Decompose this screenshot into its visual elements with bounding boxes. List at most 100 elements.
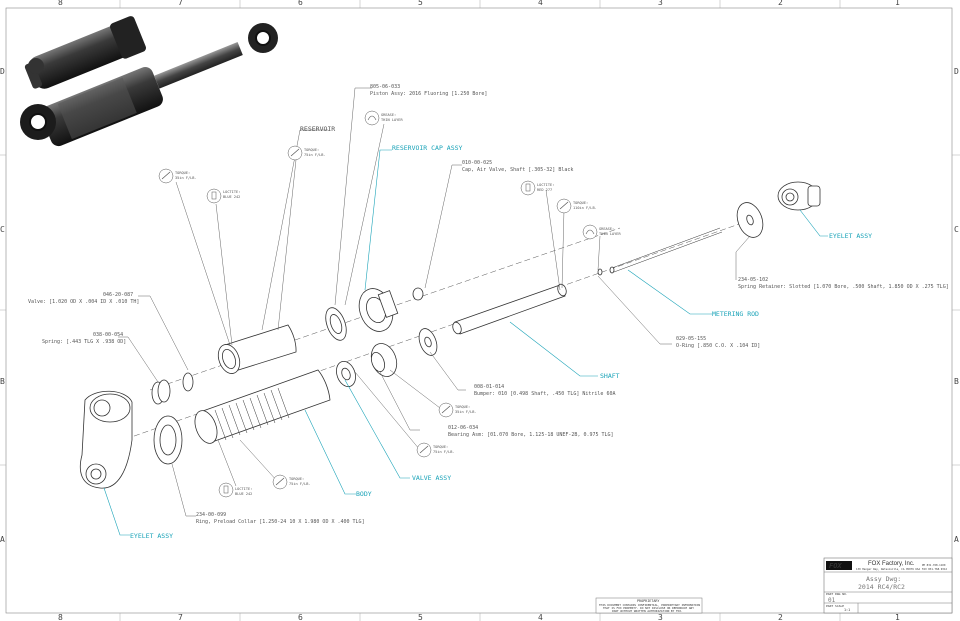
grease-label-2: GREASE:: [599, 227, 614, 231]
zone-col-top-4: 5: [418, 0, 423, 7]
zone-col-bottom-1: 8: [58, 613, 63, 621]
loctite-value-1: BLUE 242: [223, 195, 240, 199]
sheet-scale-value: 1:1: [844, 608, 850, 612]
reservoir-cap-assy-label: RESERVOIR CAP ASSY: [392, 144, 463, 152]
shaft-label: SHAFT: [600, 372, 620, 380]
valve-assy-label: VALVE ASSY: [412, 474, 451, 482]
bearing-assy-part: [370, 343, 398, 377]
company-address: 130 Hangar Way, Watsonville, CA 95076 US…: [856, 567, 920, 571]
zone-row-left-b: B: [0, 377, 5, 386]
loctite-value-3: BLUE 242: [235, 492, 252, 496]
zone-row-left-a: A: [0, 535, 5, 544]
spring-retainer-part: [736, 202, 764, 238]
torque-value-5: 75in F/LB.: [433, 450, 455, 454]
torque-label-5: TORQUE:: [433, 445, 448, 449]
torque-symbol-2: TORQUE: 75in F/LB.: [287, 145, 326, 161]
zone-col-top-1: 8: [58, 0, 63, 7]
metering-rod-label: METERING ROD: [712, 310, 759, 318]
o-ring-part-number: 029-05-155: [676, 336, 706, 342]
grease-label-1: GREASE:: [381, 113, 396, 117]
spring-retainer-part-number: 234-05-102: [738, 277, 768, 283]
piston-description: Piston Assy: 2016 Fluoring [1.250 Bore]: [370, 91, 487, 97]
air-valve-cap-part: [412, 287, 424, 301]
zone-row-right-b: B: [954, 377, 959, 386]
body-label: BODY: [356, 490, 372, 498]
torque-value-6: 75in F/LB.: [289, 482, 311, 486]
torque-value-2: 75in F/LB.: [304, 153, 326, 157]
o-ring-description: O-Ring [.850 C.O. X .104 ID]: [676, 343, 760, 349]
torque-label-4: TORQUE:: [455, 405, 470, 409]
zone-col-bottom-2: 7: [178, 613, 183, 621]
zone-col-bottom-4: 5: [418, 613, 423, 621]
zone-col-top-2: 7: [178, 0, 183, 7]
o-ring-part: [597, 268, 603, 276]
torque-label-6: TORQUE:: [289, 477, 304, 481]
body-part: [194, 369, 331, 444]
cap-description: Cap, Air Valve, Shaft [.305-32] Black: [462, 167, 573, 173]
part-dwg-value: 01: [828, 597, 836, 604]
torque-label-1: TORQUE:: [175, 171, 190, 175]
reservoir-cap-part: [358, 288, 399, 332]
title-block: FOX FOX Factory, Inc. 130 Hangar Way, Wa…: [823, 557, 953, 614]
grease-symbol-1: GREASE: THIN LAYER: [364, 110, 403, 126]
reservoir-label: RESERVOIR: [300, 125, 335, 133]
zone-col-bottom-6: 3: [658, 613, 663, 621]
zone-row-left-d: D: [0, 67, 5, 76]
cap-part-number: 010-00-025: [462, 160, 492, 166]
zone-row-right-d: D: [954, 67, 959, 76]
loctite-value-2: RED 277: [537, 188, 552, 192]
torque-symbol-5: TORQUE: 75in F/LB.: [416, 442, 455, 458]
valve-description: Valve: [1.020 OD X .004 ID X .010 TH]: [28, 299, 139, 305]
zone-row-right-a: A: [954, 535, 959, 544]
eyelet-assy-top-label: EYELET ASSY: [829, 232, 872, 240]
company-fax: FAX 831.768.9312: [922, 567, 947, 571]
valve-part-number: 046-20-087: [103, 292, 133, 298]
drawing-title-line-2: 2014 RC4/RC2: [858, 583, 905, 591]
bumper-part: [418, 328, 438, 356]
loctite-symbol-1: LOCTITE: BLUE 242: [206, 188, 240, 204]
torque-symbol-3: TORQUE: 110in F/LB.: [556, 198, 597, 214]
proprietary-line-3: PART WITHOUT WRITTEN AUTHORIZATION BY FO…: [612, 609, 683, 613]
sheet-scale-label: PART SCALE: [826, 604, 844, 608]
torque-value-1: 35in F/LB.: [175, 176, 197, 180]
torque-symbol-1: TORQUE: 35in F/LB.: [158, 168, 197, 184]
torque-label-2: TORQUE:: [304, 148, 319, 152]
shaft-part: [452, 283, 567, 335]
piston-part-number: 805-06-033: [370, 84, 400, 90]
spring-part: [151, 379, 171, 405]
spring-part-number: 038-00-054: [93, 332, 123, 338]
valve-ring-part: [182, 372, 194, 392]
zone-col-bottom-7: 2: [778, 613, 783, 621]
proprietary-line-2: THAT IS FOX PROPERTY. DO NOT DISCLOSE OR…: [603, 606, 694, 610]
loctite-symbol-3: LOCTITE: BLUE 242: [218, 482, 252, 498]
drawing-title-line-1: Assy Dwg:: [866, 575, 901, 583]
company-phone: PH 831.768.1100: [922, 563, 946, 567]
grease-value-1: THIN LAYER: [381, 118, 403, 122]
eyelet-assy-bottom-label: EYELET ASSY: [130, 532, 173, 540]
loctite-label-2: LOCTITE:: [537, 183, 554, 187]
bumper-description: Bumper: 010 [0.498 Shaft, .450 TLG] Nitr…: [474, 391, 615, 397]
torque-value-4: 35in F/LB.: [455, 410, 477, 414]
valve-assy-part: [336, 361, 356, 387]
callout-labels: RESERVOIR 805-06-033 Piston Assy: 2016 F…: [28, 84, 949, 540]
torque-label-3: TORQUE:: [573, 201, 588, 205]
zone-col-top-8: 1: [895, 0, 900, 7]
leader-lines: [103, 87, 828, 536]
zone-col-top-3: 6: [298, 0, 303, 7]
metering-rod-part: [609, 227, 723, 274]
grease-symbol-2: GREASE: THIN LAYER: [582, 224, 621, 240]
exploded-parts: [79, 181, 821, 489]
fox-logo-text: FOX: [829, 562, 842, 570]
proprietary-line-1: THIS DOCUMENT CONTAINS CONFIDENTIAL, PRO…: [599, 603, 700, 607]
loctite-label-3: LOCTITE:: [235, 487, 252, 491]
proprietary-notice: PROPRIETARY THIS DOCUMENT CONTAINS CONFI…: [595, 597, 703, 614]
ring-description: Ring, Preload Collar [1.250-24 10 X 1.98…: [196, 519, 365, 525]
piston-assy-part: [325, 307, 347, 341]
zone-col-bottom-3: 6: [298, 613, 303, 621]
zone-row-right-c: C: [954, 225, 959, 234]
spring-retainer-description: Spring Retainer: Slotted [1.070 Bore, .5…: [738, 284, 949, 290]
ring-part-number: 234-00-099: [196, 512, 226, 518]
zone-col-top-6: 3: [658, 0, 663, 7]
